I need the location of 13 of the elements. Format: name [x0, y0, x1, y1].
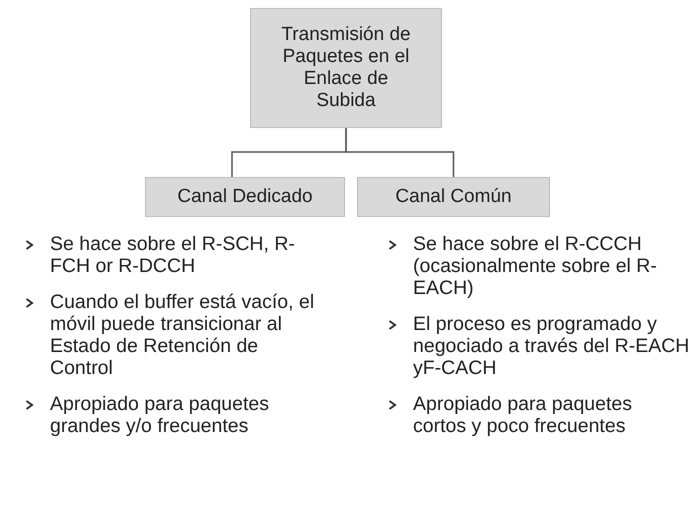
bullet-text: Se hace sobre el R-SCH, R-FCH or R-DCCH: [50, 233, 296, 277]
bullet-text: Apropiado para paquetes grandes y/o frecuentes: [50, 393, 270, 437]
node-text: Canal Dedicado: [177, 186, 313, 208]
category-box: [145, 177, 345, 217]
bullet-text: Apropiado para paquetes cortos y poco frecuentes: [413, 393, 634, 437]
title-box: [250, 8, 442, 128]
node-text: Transmisión de Paquetes en el Enlace de Subida: [280, 24, 412, 112]
bullet-text: Cuando el buffer está vacío, el móvil puede transicionar al Estado de Retención de Control: [50, 291, 316, 379]
node-text: Canal Común: [395, 186, 512, 208]
connector-line: [345, 128, 454, 177]
bullet-text: El proceso es programado y negociado a través del R-EACH yF-CACH: [413, 313, 690, 379]
bullet-text: Se hace sobre el R-CCCH (ocasionalmente sobre el R-EACH): [413, 233, 658, 299]
category-box: [357, 177, 550, 217]
